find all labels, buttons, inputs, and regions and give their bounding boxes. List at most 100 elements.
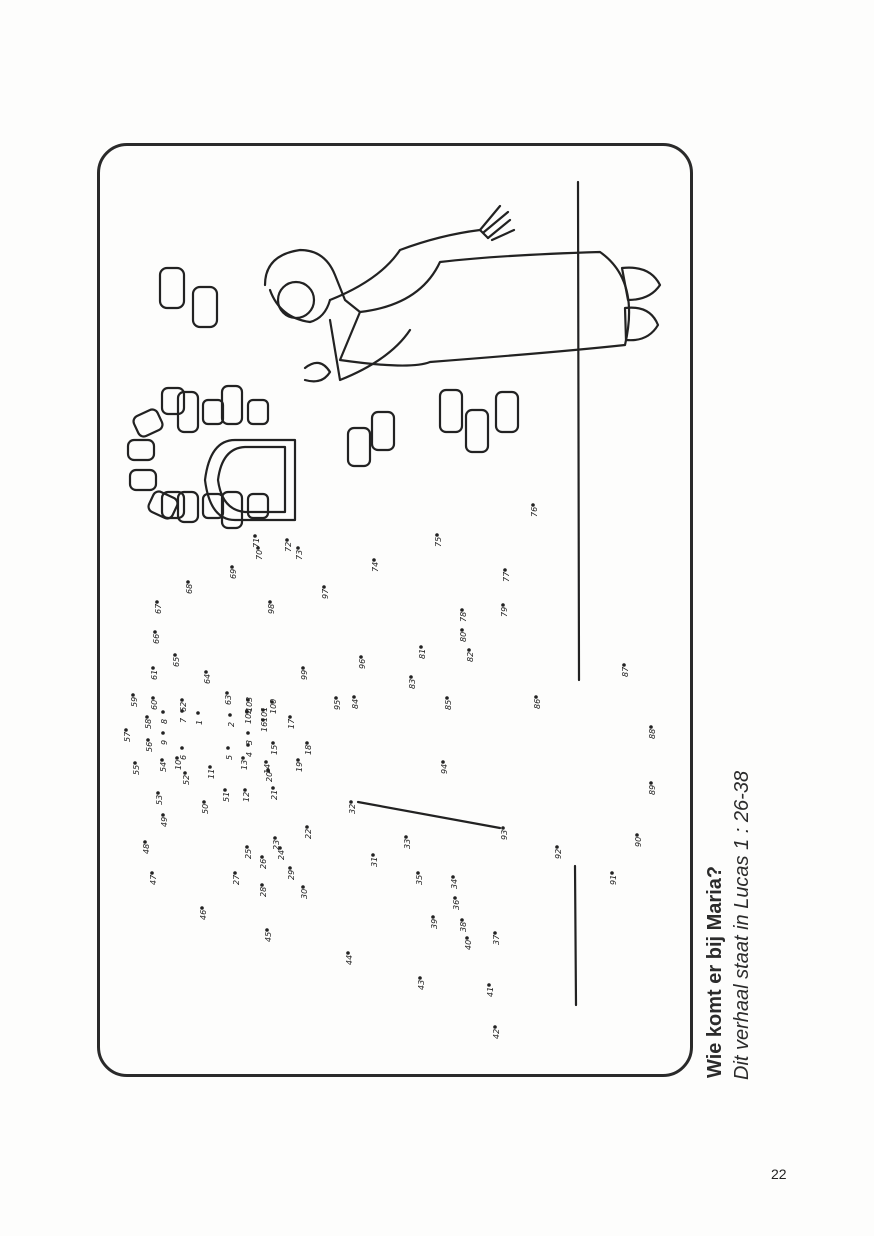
dot-number: 68 — [185, 584, 194, 594]
dot-number: 21 — [270, 790, 279, 800]
dot-number: 99 — [300, 670, 309, 680]
dot-number: 25 — [244, 849, 253, 859]
dot-number: 17 — [287, 718, 296, 729]
dot-point — [285, 538, 289, 542]
dot-point — [435, 533, 439, 537]
page-number: 22 — [771, 1166, 787, 1182]
dot-number: 8 — [160, 719, 169, 724]
dot-number: 86 — [533, 699, 542, 709]
dot-point — [531, 503, 535, 507]
dot-point — [268, 600, 272, 604]
dot-number: 2 — [227, 722, 236, 727]
dot-point — [301, 666, 305, 670]
dot-point — [460, 608, 464, 612]
dot-point — [296, 758, 300, 762]
dot-point — [241, 756, 245, 760]
dot-number: 77 — [502, 571, 511, 582]
wall-bricks — [158, 266, 520, 468]
dot-number: 48 — [142, 844, 151, 854]
dot-number: 5 — [225, 755, 234, 760]
dot-point — [131, 693, 135, 697]
dot-point — [419, 645, 423, 649]
dot-number: 50 — [201, 804, 210, 814]
dot-point — [160, 758, 164, 762]
dot-number: 72 — [284, 542, 293, 552]
dot-number: 101 — [260, 707, 269, 722]
dot-point — [260, 883, 264, 887]
dot-number: 53 — [155, 795, 164, 805]
dot-number: 96 — [358, 659, 367, 669]
dot-point — [418, 976, 422, 980]
dot-number: 93 — [500, 830, 509, 840]
dot-point — [228, 713, 232, 717]
dot-number: 4 — [245, 752, 254, 757]
dot-point — [460, 918, 464, 922]
dot-number: 82 — [466, 652, 475, 662]
dot-point — [296, 546, 300, 550]
dot-number: 45 — [264, 932, 273, 942]
dot-number: 47 — [149, 874, 158, 885]
dot-number: 43 — [417, 980, 426, 990]
dot-point — [352, 695, 356, 699]
dot-point — [649, 781, 653, 785]
dot-number: 40 — [464, 940, 473, 950]
dot-point — [301, 885, 305, 889]
dot-number: 97 — [321, 588, 330, 599]
dot-number: 55 — [132, 765, 141, 775]
dot-point — [243, 788, 247, 792]
dot-point — [155, 600, 159, 604]
dot-number: 27 — [232, 874, 241, 885]
dot-point — [288, 866, 292, 870]
dot-number: 23 — [272, 840, 281, 850]
dot-number: 16 — [260, 722, 269, 732]
dot-point — [622, 663, 626, 667]
dot-point — [223, 788, 227, 792]
dot-number: 34 — [450, 879, 459, 889]
dot-point — [409, 675, 413, 679]
dot-number: 13 — [240, 760, 249, 770]
dot-point — [186, 580, 190, 584]
dot-number: 20 — [265, 772, 274, 782]
dot-number: 91 — [609, 875, 618, 885]
dot-point — [151, 696, 155, 700]
dot-point — [226, 746, 230, 750]
dot-point — [501, 603, 505, 607]
dot-point — [246, 698, 250, 702]
dot-point — [453, 896, 457, 900]
dot-point — [253, 534, 257, 538]
dot-point — [175, 756, 179, 760]
dot-number: 73 — [295, 550, 304, 560]
dot-number: 9 — [160, 740, 169, 745]
dot-point — [610, 871, 614, 875]
dot-number: 59 — [130, 697, 139, 707]
dot-number: 90 — [634, 837, 643, 847]
dot-number: 81 — [418, 649, 427, 659]
dot-point — [635, 833, 639, 837]
dot-number: 100 — [269, 699, 278, 714]
dot-number: 7 — [179, 717, 188, 723]
dot-number: 74 — [371, 562, 380, 572]
dot-number: 37 — [492, 934, 501, 945]
dot-number: 10 — [174, 760, 183, 770]
dot-number: 58 — [144, 719, 153, 729]
dot-number: 80 — [459, 632, 468, 642]
dot-point — [431, 915, 435, 919]
dot-point — [416, 871, 420, 875]
dot-number: 30 — [300, 889, 309, 899]
dot-point — [153, 630, 157, 634]
scripture-reference: Dit verhaal staat in Lucas 1 : 26-38 — [731, 770, 753, 1080]
dot-number: 56 — [145, 742, 154, 752]
dot-number: 38 — [459, 922, 468, 932]
dot-point — [256, 546, 260, 550]
dot-number: 103 — [245, 697, 254, 712]
dot-point — [230, 565, 234, 569]
dot-point — [180, 709, 184, 713]
dot-number: 44 — [345, 955, 354, 965]
picture-frame — [97, 143, 693, 1077]
dot-number: 51 — [222, 792, 231, 802]
dot-point — [359, 655, 363, 659]
dot-point — [334, 696, 338, 700]
dot-point — [465, 936, 469, 940]
dot-point — [151, 666, 155, 670]
